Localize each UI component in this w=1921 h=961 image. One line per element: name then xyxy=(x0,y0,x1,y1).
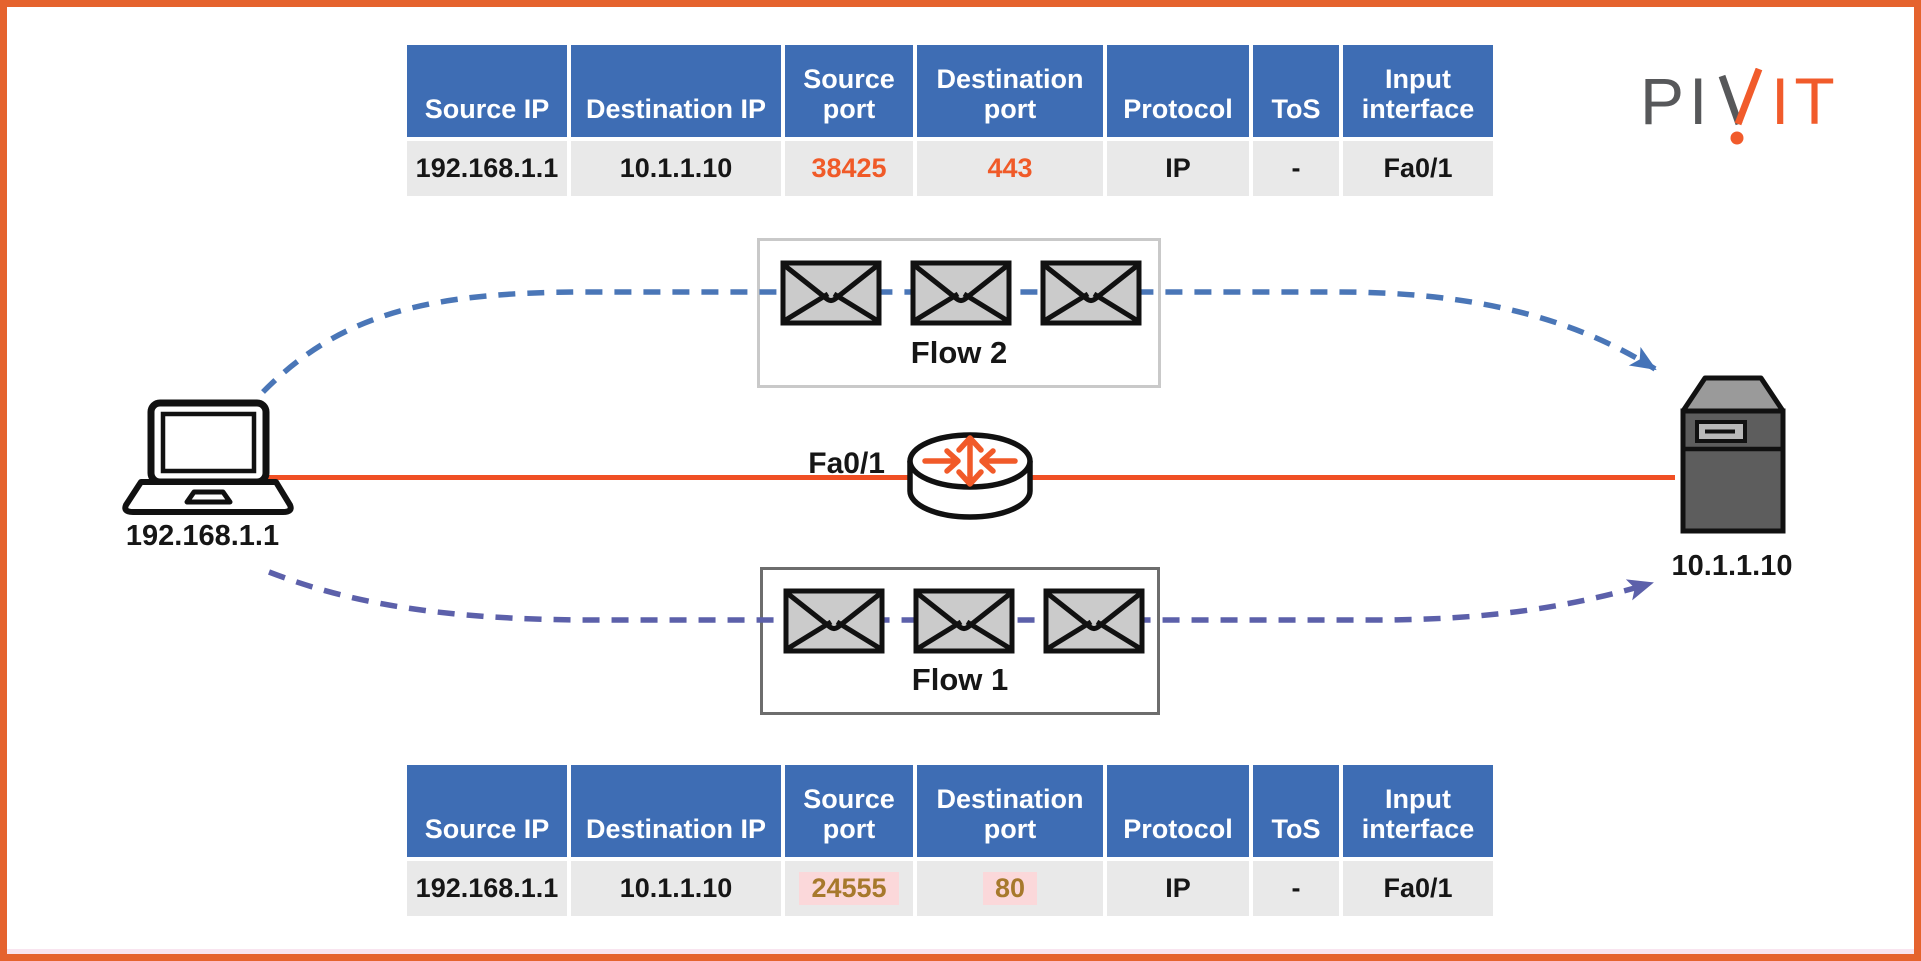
logo-v-left-stroke xyxy=(1718,74,1743,126)
column-header: Source port xyxy=(785,45,913,137)
table-cell-protocol: IP xyxy=(1107,141,1249,196)
packet-envelope-icon xyxy=(910,260,1012,326)
column-header: Source IP xyxy=(407,765,567,857)
packet-envelope-icon xyxy=(1040,260,1142,326)
bottom-accent-strip xyxy=(7,949,1914,954)
table-cell-dest-ip: 10.1.1.10 xyxy=(571,141,781,196)
column-header: Destination IP xyxy=(571,765,781,857)
column-header: Destination IP xyxy=(571,45,781,137)
table-cell-source-port: 24555 xyxy=(785,861,913,916)
laptop-icon xyxy=(122,399,294,515)
column-header: Source IP xyxy=(407,45,567,137)
packet-envelope-icon xyxy=(1043,588,1145,654)
column-header: ToS xyxy=(1253,45,1339,137)
table-cell-input-interface: Fa0/1 xyxy=(1343,141,1493,196)
flow2-label: Flow 2 xyxy=(910,335,1008,370)
packet-envelope-icon xyxy=(913,588,1015,654)
router-icon xyxy=(907,432,1033,520)
table-cell-tos: - xyxy=(1253,861,1339,916)
table-cell-source-port: 38425 xyxy=(785,141,913,196)
logo-text-gray: PI xyxy=(1640,68,1712,138)
table-cell-input-interface: Fa0/1 xyxy=(1343,861,1493,916)
table-cell-dest-port: 443 xyxy=(917,141,1103,196)
column-header: Destination port xyxy=(917,765,1103,857)
column-header: Destination port xyxy=(917,45,1103,137)
router-interface-label: Fa0/1 xyxy=(808,447,885,480)
flow2-record-table: Source IP Destination IP Source port Des… xyxy=(407,45,1493,196)
laptop-ip-label: 192.168.1.1 xyxy=(125,520,280,552)
column-header: ToS xyxy=(1253,765,1339,857)
column-header: Protocol xyxy=(1107,765,1249,857)
logo-v-right-stroke xyxy=(1734,68,1763,126)
table-cell-protocol: IP xyxy=(1107,861,1249,916)
column-header: Input interface xyxy=(1343,45,1493,137)
server-icon xyxy=(1680,375,1786,534)
column-header: Protocol xyxy=(1107,45,1249,137)
logo-text-orange: IT xyxy=(1771,68,1840,138)
table-cell-tos: - xyxy=(1253,141,1339,196)
server-ip-label: 10.1.1.10 xyxy=(1671,550,1793,582)
flow1-record-table: Source IP Destination IP Source port Des… xyxy=(407,765,1493,916)
table-cell-dest-port: 80 xyxy=(917,861,1103,916)
packet-envelope-icon xyxy=(780,260,882,326)
table-cell-source-ip: 192.168.1.1 xyxy=(407,861,567,916)
packet-envelope-icon xyxy=(783,588,885,654)
table-cell-dest-ip: 10.1.1.10 xyxy=(571,861,781,916)
column-header: Source port xyxy=(785,765,913,857)
logo-dot xyxy=(1730,131,1744,145)
pivit-logo: PI IT xyxy=(1640,68,1840,145)
column-header: Input interface xyxy=(1343,765,1493,857)
flow1-label: Flow 1 xyxy=(911,662,1009,697)
table-cell-source-ip: 192.168.1.1 xyxy=(407,141,567,196)
